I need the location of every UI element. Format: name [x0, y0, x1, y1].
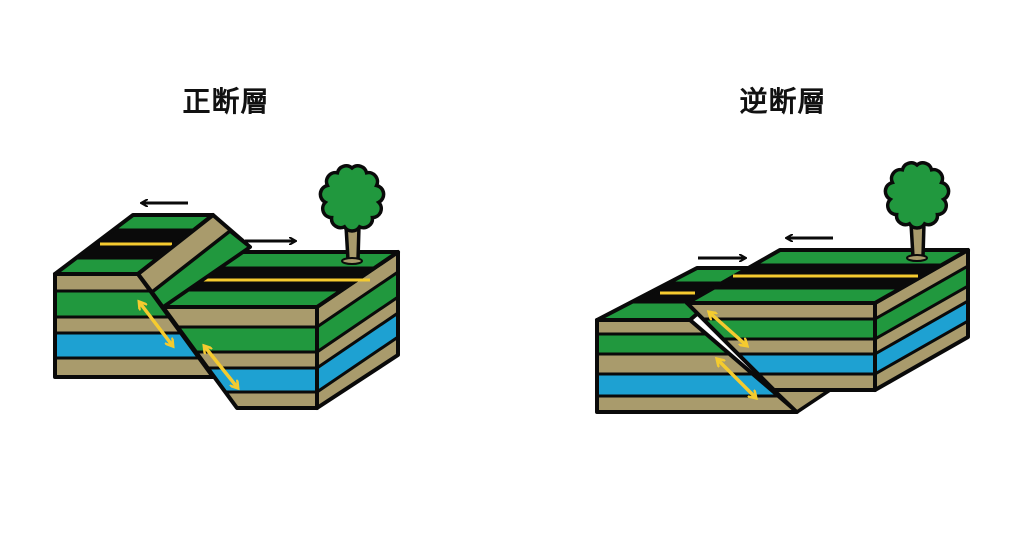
reverse-fault-diagram	[595, 161, 970, 414]
tree-canopy	[883, 161, 951, 230]
layer-black	[687, 263, 968, 290]
layer-black	[163, 266, 398, 292]
layer-green	[875, 263, 968, 342]
tree-icon	[883, 161, 951, 262]
reverse-fault-title: 逆断層	[739, 85, 827, 118]
layer-blue	[317, 310, 398, 395]
slip-direction-arrow-icon	[205, 347, 237, 387]
layer-black	[597, 281, 750, 304]
layer-blue	[163, 366, 317, 394]
layer-green	[317, 269, 398, 355]
tree-canopy	[318, 164, 386, 233]
right-block-side	[317, 252, 398, 408]
slip-direction-arrow-icon	[718, 360, 755, 397]
right-block-side	[875, 250, 968, 390]
layer-blue	[875, 298, 968, 377]
normal-fault-title: 正断層	[182, 85, 270, 118]
layer-green	[163, 325, 317, 354]
right-block-front	[163, 307, 317, 408]
layer-green	[687, 317, 875, 341]
tree-icon	[318, 164, 386, 265]
layer-blue	[687, 352, 875, 376]
slip-direction-arrow-icon	[710, 313, 746, 345]
normal-fault-diagram	[53, 164, 400, 410]
left-block-front	[55, 274, 213, 377]
slip-direction-arrow-icon	[140, 303, 172, 345]
right-block-top-outline	[685, 248, 970, 305]
